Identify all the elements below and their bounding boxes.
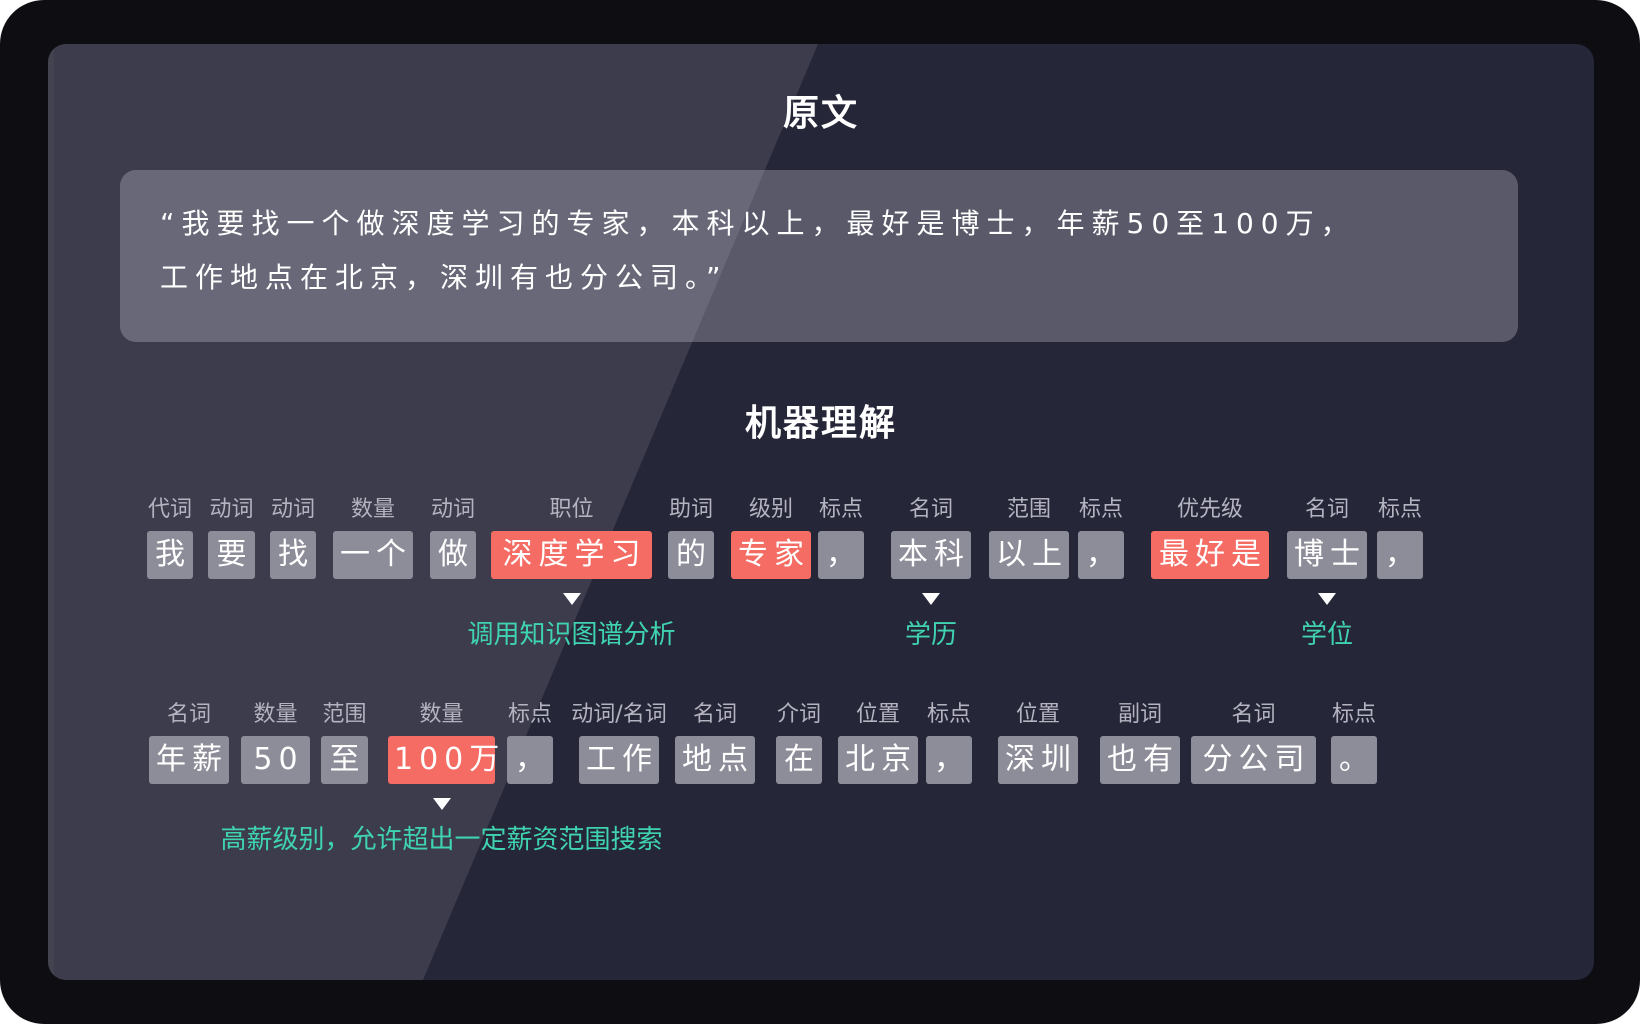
pos-label: 位置	[855, 702, 901, 727]
pos-label: 数量	[419, 702, 464, 727]
token: 本科	[891, 531, 971, 579]
pointer-arrow-icon	[1318, 593, 1336, 605]
token: 深圳	[998, 736, 1078, 784]
token: 做	[430, 531, 476, 579]
pos-label: 标点	[926, 702, 972, 727]
pos-label: 标点	[1331, 702, 1377, 727]
pos-label: 助词	[668, 497, 714, 522]
pointer-arrow-icon	[432, 798, 451, 810]
pos-label: 副词	[1117, 702, 1163, 727]
token: 分公司	[1191, 736, 1316, 784]
token: 我	[147, 531, 193, 579]
pos-label: 标点	[1377, 497, 1423, 522]
token: 至	[321, 736, 368, 784]
pos-label: 动词	[430, 497, 476, 522]
pointer-arrow-icon	[562, 593, 581, 605]
pos-label: 名词	[1304, 497, 1350, 522]
pos-label: 职位	[549, 497, 594, 522]
token: 地点	[675, 736, 755, 784]
pos-label: 动词	[270, 497, 316, 522]
token: 50	[241, 736, 310, 784]
token-highlighted: 最好是	[1151, 531, 1269, 579]
original-text-line-2: 工作地点在北京，深圳有也分公司。”	[160, 261, 728, 294]
pos-label: 数量	[253, 702, 298, 727]
token: 在	[776, 736, 822, 784]
pos-label: 级别	[748, 497, 794, 522]
screen-edge	[48, 44, 54, 980]
pos-label: 标点	[1078, 497, 1124, 522]
token: 一个	[333, 531, 413, 579]
token: 博士	[1287, 531, 1367, 579]
token-highlighted: 深度学习	[491, 531, 652, 579]
pos-label: 标点	[507, 702, 553, 727]
annotation-note: 学位	[1300, 620, 1354, 650]
machine-understanding-title: 机器理解	[744, 403, 897, 444]
pos-label: 名词	[166, 702, 212, 727]
pos-label: 范围	[322, 702, 367, 727]
token-highlighted: 100万	[388, 736, 499, 784]
token: 北京	[838, 736, 918, 784]
pos-label: 位置	[1015, 702, 1061, 727]
pos-label: 优先级	[1176, 497, 1244, 522]
token: 。	[1331, 736, 1377, 784]
token: 也有	[1100, 736, 1180, 784]
original-title: 原文	[782, 93, 859, 134]
token-highlighted: 专家	[731, 531, 811, 579]
annotation-note: 高薪级别，允许超出一定薪资范围搜索	[220, 825, 663, 855]
pos-label: 范围	[1006, 497, 1052, 522]
pos-label: 名词	[908, 497, 954, 522]
token: ，	[818, 531, 864, 579]
pos-label: 介词	[776, 702, 822, 727]
pos-label: 名词	[692, 702, 738, 727]
pos-label: 标点	[818, 497, 864, 522]
token: 的	[668, 531, 714, 579]
pointer-arrow-icon	[922, 593, 940, 605]
pos-label: 动词	[209, 497, 254, 522]
annotation-note: 调用知识图谱分析	[467, 620, 676, 650]
annotation-note: 学历	[904, 620, 958, 650]
pos-label: 代词	[147, 497, 193, 522]
screen: 原文 “我要找一个做深度学习的专家，本科以上，最好是博士，年薪50至100万， …	[48, 44, 1594, 980]
token: ，	[926, 736, 972, 784]
token: 年薪	[149, 736, 229, 784]
pos-label: 数量	[350, 497, 396, 522]
token: ，	[507, 736, 553, 784]
token: ，	[1078, 531, 1124, 579]
token: 要	[208, 531, 255, 579]
pos-label: 动词/名词	[571, 702, 667, 727]
original-text-line-1: “我要找一个做深度学习的专家，本科以上，最好是博士，年薪50至100万，	[160, 207, 1356, 240]
token: 以上	[989, 531, 1069, 579]
pos-label: 名词	[1231, 702, 1276, 727]
original-text-box: “我要找一个做深度学习的专家，本科以上，最好是博士，年薪50至100万， 工作地…	[120, 170, 1518, 342]
token: ，	[1377, 531, 1423, 579]
token: 工作	[579, 736, 659, 784]
token: 找	[270, 531, 316, 579]
